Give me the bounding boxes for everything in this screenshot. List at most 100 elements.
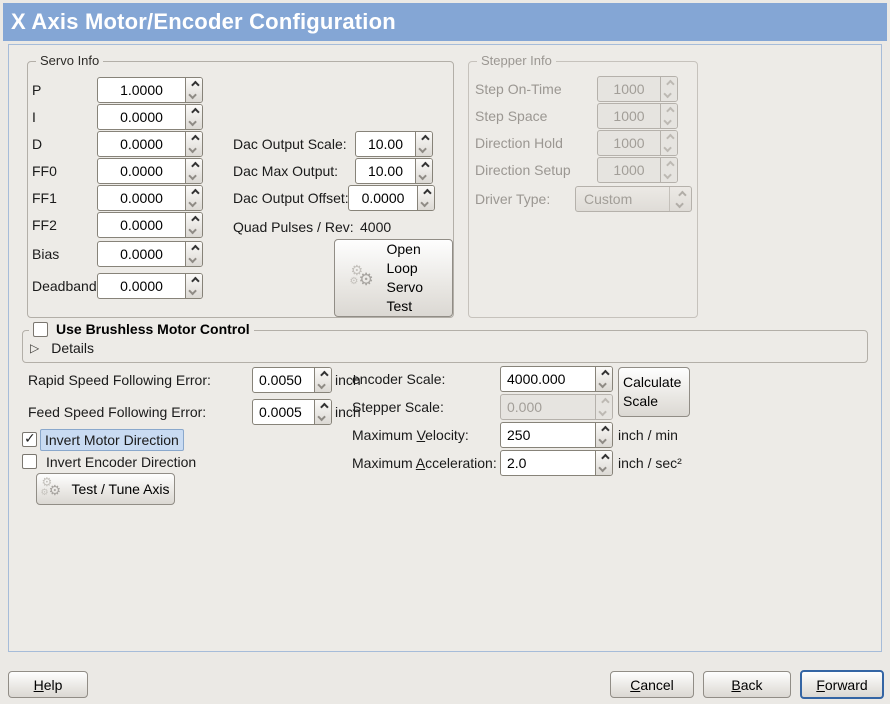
spin-down-icon[interactable] — [418, 144, 427, 154]
forward-button[interactable]: Forward — [800, 670, 884, 699]
quad-pulses-label: Quad Pulses / Rev: — [233, 219, 354, 235]
spin-up-icon — [666, 106, 675, 116]
maximum-acceleration-spin-buttons[interactable] — [595, 451, 612, 475]
back-mnemonic: B — [731, 676, 741, 693]
feed-following-error-input[interactable]: 0.0005 — [259, 404, 302, 420]
back-button[interactable]: Back — [703, 671, 791, 698]
d-label: D — [32, 136, 43, 152]
p-spin-buttons[interactable] — [185, 78, 202, 102]
spin-down-icon[interactable] — [188, 198, 197, 208]
stepper-scale-input: 0.000 — [507, 399, 543, 415]
spin-up-icon[interactable] — [421, 161, 430, 171]
spin-up-icon — [601, 397, 610, 407]
rapid-spin-buttons[interactable] — [314, 368, 331, 392]
invert-motor-label[interactable]: Invert Motor Direction — [40, 429, 184, 451]
spin-down-icon[interactable] — [188, 171, 197, 181]
spin-down-icon[interactable] — [188, 254, 197, 264]
dac-output-offset-spin-buttons[interactable] — [417, 186, 434, 210]
use-brushless-checkbox[interactable] — [33, 321, 48, 337]
spin-down-icon — [598, 407, 607, 417]
spin-up-icon[interactable] — [601, 425, 610, 435]
spin-down-icon[interactable] — [188, 286, 197, 296]
calculate-scale-button[interactable]: Calculate Scale — [618, 367, 690, 417]
spin-down-icon[interactable] — [188, 117, 197, 127]
maximum-acceleration-input[interactable]: 2.0 — [507, 455, 527, 471]
spin-up-icon[interactable] — [320, 370, 329, 380]
spin-down-icon[interactable] — [598, 435, 607, 445]
help-button[interactable]: Help — [8, 671, 88, 698]
dac-max-output-input[interactable]: 10.00 — [367, 163, 404, 179]
spin-up-icon[interactable] — [191, 80, 200, 90]
spin-down-icon[interactable] — [188, 144, 197, 154]
encoder-scale-spin-buttons[interactable] — [595, 367, 612, 391]
deadband-input[interactable]: 0.0000 — [120, 278, 163, 294]
deadband-spin-buttons[interactable] — [185, 274, 202, 298]
servo-info-title: Servo Info — [36, 53, 104, 69]
spin-up-icon[interactable] — [423, 188, 432, 198]
dac-output-offset-input[interactable]: 0.0000 — [361, 190, 405, 206]
d-input[interactable]: 0.0000 — [120, 136, 163, 152]
open-loop-servo-test-button[interactable]: ⚙ ⚙ ⚙ Open Loop Servo Test — [334, 239, 453, 317]
dac-output-scale-input[interactable]: 10.00 — [367, 136, 404, 152]
spin-up-icon[interactable] — [191, 161, 200, 171]
feed-spin-buttons[interactable] — [314, 400, 331, 424]
spin-up-icon[interactable] — [191, 215, 200, 225]
rapid-following-error-unit: inch — [335, 372, 361, 388]
spin-down-icon[interactable] — [598, 379, 607, 389]
bias-input[interactable]: 0.0000 — [120, 246, 163, 262]
feed-following-error-spinbox: 0.0005 — [252, 399, 332, 425]
ff0-input[interactable]: 0.0000 — [120, 163, 163, 179]
spin-up-icon[interactable] — [601, 453, 610, 463]
ff2-input[interactable]: 0.0000 — [120, 217, 163, 233]
invert-encoder-label[interactable]: Invert Encoder Direction — [46, 454, 197, 470]
spin-up-icon[interactable] — [191, 107, 200, 117]
help-button-label: Help — [34, 677, 63, 693]
d-spin-buttons[interactable] — [185, 132, 202, 156]
p-input[interactable]: 1.0000 — [120, 82, 163, 98]
encoder-scale-input[interactable]: 4000.000 — [507, 371, 566, 387]
bias-spin-buttons[interactable] — [185, 242, 202, 266]
invert-encoder-checkbox[interactable] — [22, 454, 37, 469]
maximum-velocity-spin-buttons[interactable] — [595, 423, 612, 447]
ff2-spin-buttons[interactable] — [185, 213, 202, 237]
ff0-label: FF0 — [32, 163, 57, 179]
spin-up-icon — [666, 160, 675, 170]
page-title-text: X Axis Motor/Encoder Configuration — [11, 9, 396, 34]
spin-down-icon[interactable] — [188, 90, 197, 100]
test-tune-axis-button[interactable]: ⚙ ⚙ ⚙ Test / Tune Axis — [36, 473, 175, 505]
direction-setup-input: 1000 — [613, 162, 645, 178]
spin-down-icon[interactable] — [317, 412, 326, 422]
dac-max-output-spin-buttons[interactable] — [415, 159, 432, 183]
spin-up-icon[interactable] — [421, 134, 430, 144]
ff1-input[interactable]: 0.0000 — [120, 190, 163, 206]
i-input[interactable]: 0.0000 — [120, 109, 163, 125]
dac-output-scale-spin-buttons[interactable] — [415, 132, 432, 156]
maximum-acceleration-label-pre: Maximum — [352, 455, 416, 471]
expander-arrow-icon[interactable]: ▷ — [30, 341, 40, 355]
spin-down-icon[interactable] — [188, 225, 197, 235]
spin-down-icon[interactable] — [598, 463, 607, 473]
stepper-scale-spinbox: 0.000 — [500, 394, 613, 420]
spin-down-icon[interactable] — [418, 171, 427, 181]
spin-up-icon[interactable] — [191, 276, 200, 286]
spin-down-icon[interactable] — [317, 380, 326, 390]
open-loop-button-label: Open Loop Servo Test — [386, 241, 424, 314]
ff1-spin-buttons[interactable] — [185, 186, 202, 210]
deadband-label: Deadband — [32, 278, 97, 294]
details-expander[interactable]: ▷ Details — [30, 340, 94, 356]
cancel-button[interactable]: Cancel — [610, 671, 694, 698]
spin-up-icon[interactable] — [320, 402, 329, 412]
spin-up-icon[interactable] — [191, 188, 200, 198]
dac-max-output-label: Dac Max Output: — [233, 163, 339, 179]
use-brushless-label: Use Brushless Motor Control — [56, 321, 250, 337]
ff0-spin-buttons[interactable] — [185, 159, 202, 183]
i-spin-buttons[interactable] — [185, 105, 202, 129]
spin-down-icon[interactable] — [420, 198, 429, 208]
invert-motor-checkbox[interactable]: ✓ — [22, 430, 37, 447]
spin-up-icon[interactable] — [601, 369, 610, 379]
rapid-following-error-input[interactable]: 0.0050 — [259, 372, 302, 388]
spin-up-icon[interactable] — [191, 134, 200, 144]
maximum-velocity-input[interactable]: 250 — [507, 427, 531, 443]
spin-up-icon[interactable] — [191, 244, 200, 254]
maximum-acceleration-mnemonic: A — [415, 455, 426, 471]
